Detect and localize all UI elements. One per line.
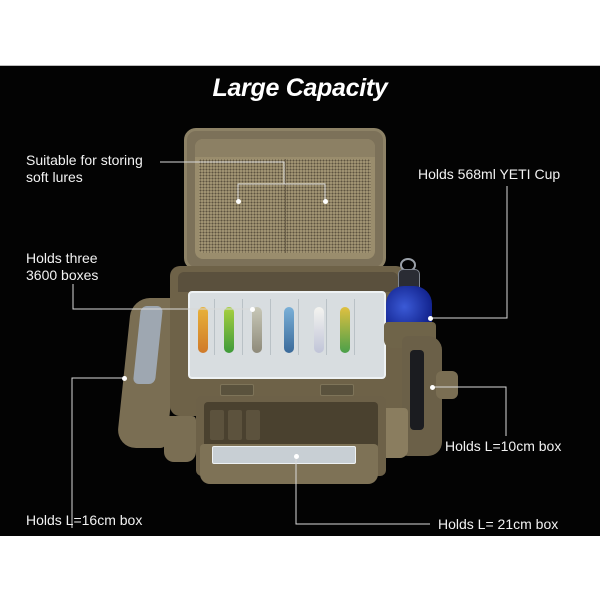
right-strap-loop xyxy=(436,371,458,399)
bag-lid xyxy=(184,128,386,270)
compartment-divider xyxy=(214,299,215,355)
front-pocket-flap xyxy=(200,444,378,484)
left-rod-holder xyxy=(164,416,196,462)
buckle xyxy=(320,384,354,396)
right-pocket-box xyxy=(410,350,424,430)
compartment-divider xyxy=(354,299,355,355)
callout-16cm-box: Holds L=16cm box xyxy=(26,512,143,528)
callout-text: Holds three xyxy=(26,250,98,266)
lure-icon xyxy=(198,307,208,353)
compartment-divider xyxy=(270,299,271,355)
front-pocket-organizer xyxy=(204,402,378,448)
slim-tackle-box-icon xyxy=(212,446,356,464)
callout-dot xyxy=(122,376,127,381)
lid-lining xyxy=(195,139,375,259)
callout-dot xyxy=(428,316,433,321)
lure-tray-box-icon xyxy=(188,291,386,379)
banner-title: Large Capacity xyxy=(212,74,388,102)
callout-lines xyxy=(71,161,508,528)
product-banner: Large Capacity xyxy=(0,65,600,536)
lure-icon xyxy=(224,307,234,353)
callout-text: soft lures xyxy=(26,169,83,185)
lid-band xyxy=(195,139,375,157)
callout-21cm-box: Holds L= 21cm box xyxy=(438,516,559,532)
compartment-divider xyxy=(326,299,327,355)
callout-dot xyxy=(323,199,328,204)
pocket-slot xyxy=(210,410,224,440)
callout-text: 3600 boxes xyxy=(26,267,99,283)
pocket-slot xyxy=(246,410,260,440)
lure-icon xyxy=(252,307,262,353)
buckle xyxy=(220,384,254,396)
compartment-divider xyxy=(242,299,243,355)
callout-dot xyxy=(430,385,435,390)
callout-dot xyxy=(250,307,255,312)
compartment-rim xyxy=(178,272,398,292)
compartment-divider xyxy=(298,299,299,355)
lure-icon xyxy=(314,307,324,353)
right-side-pocket xyxy=(402,336,442,456)
callout-dot xyxy=(294,454,299,459)
callout-yeti-cup: Holds 568ml YETI Cup xyxy=(418,166,561,182)
callout-soft-lures: Suitable for storing soft lures xyxy=(26,152,143,186)
callout-10cm-box: Holds L=10cm box xyxy=(445,438,562,454)
callout-three-boxes: Holds three 3600 boxes xyxy=(26,250,98,284)
mesh-divider xyxy=(285,159,286,253)
lure-icon xyxy=(284,307,294,353)
callout-text: Suitable for storing xyxy=(26,152,143,168)
lure-icon xyxy=(340,307,350,353)
bag-main-compartment xyxy=(170,266,406,416)
callout-dot xyxy=(236,199,241,204)
pocket-slot xyxy=(228,410,242,440)
